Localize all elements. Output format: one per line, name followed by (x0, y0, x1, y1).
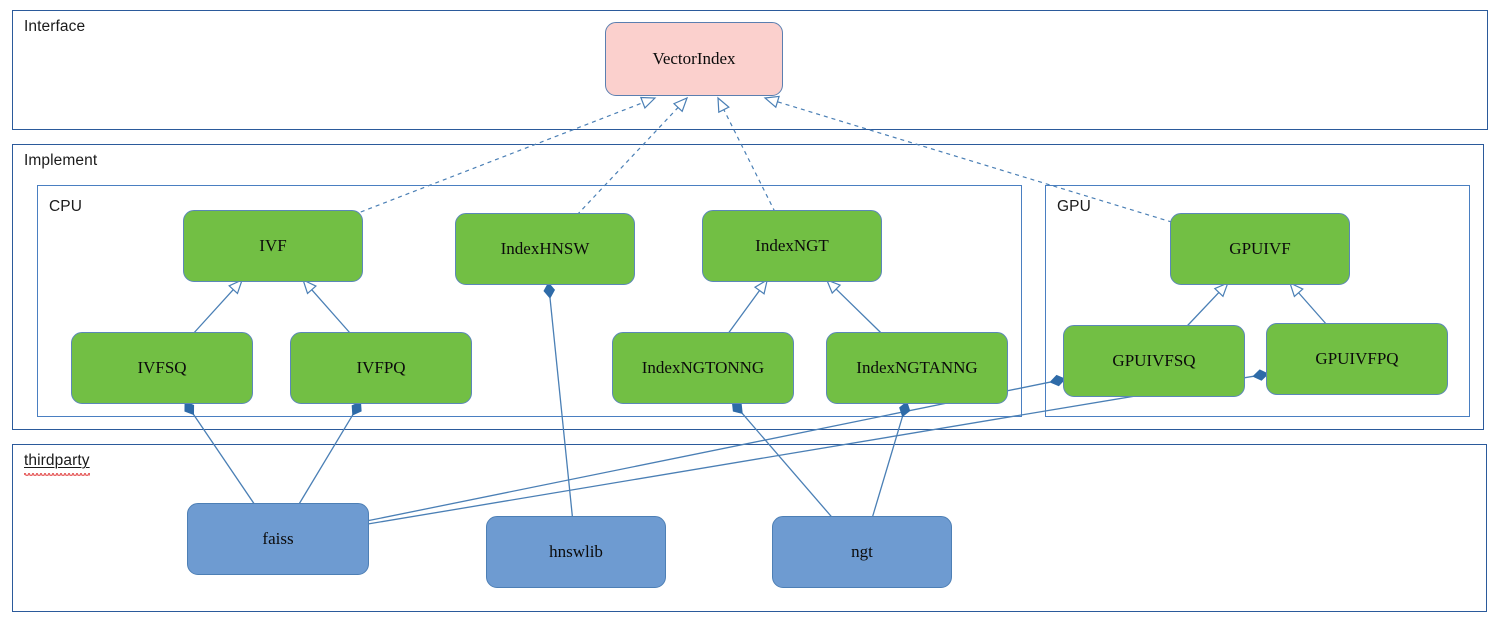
class-node-label: GPUIVFPQ (1315, 348, 1399, 368)
group-label-thirdparty: thirdparty (24, 452, 90, 469)
class-node-ivfsq[interactable]: IVFSQ (71, 332, 253, 404)
class-node-ngt[interactable]: ngt (772, 516, 952, 588)
class-node-ivfpq[interactable]: IVFPQ (290, 332, 472, 404)
group-label-implement: Implement (24, 152, 98, 169)
group-label-interface: Interface (24, 18, 86, 35)
class-node-indexngt[interactable]: IndexNGT (702, 210, 882, 282)
group-label-gpu: GPU (1057, 198, 1091, 215)
class-node-label: GPUIVF (1229, 238, 1291, 258)
class-node-label: GPUIVFSQ (1112, 350, 1196, 370)
class-node-label: hnswlib (549, 541, 603, 561)
class-node-label: ngt (851, 541, 873, 561)
class-node-hnswlib[interactable]: hnswlib (486, 516, 666, 588)
class-node-indexngtanng[interactable]: IndexNGTANNG (826, 332, 1008, 404)
group-gpu (1045, 185, 1470, 417)
class-node-indexhnsw[interactable]: IndexHNSW (455, 213, 635, 285)
class-node-label: IndexNGT (755, 235, 829, 255)
class-node-vectorindex[interactable]: VectorIndex (605, 22, 783, 96)
class-node-gpuivfpq[interactable]: GPUIVFPQ (1266, 323, 1448, 395)
class-node-gpuivf[interactable]: GPUIVF (1170, 213, 1350, 285)
class-node-ivf[interactable]: IVF (183, 210, 363, 282)
class-node-label: IVFPQ (356, 357, 406, 377)
class-node-gpuivfsq[interactable]: GPUIVFSQ (1063, 325, 1245, 397)
class-node-label: IndexHNSW (500, 238, 590, 258)
class-node-label: IndexNGTONNG (641, 357, 765, 377)
class-node-label: IndexNGTANNG (856, 357, 978, 377)
class-node-label: faiss (262, 528, 294, 548)
class-node-label: IVF (259, 235, 287, 255)
class-node-faiss[interactable]: faiss (187, 503, 369, 575)
class-node-label: VectorIndex (652, 48, 736, 68)
class-node-indexngtonng[interactable]: IndexNGTONNG (612, 332, 794, 404)
group-label-cpu: CPU (49, 198, 83, 215)
class-node-label: IVFSQ (137, 357, 187, 377)
